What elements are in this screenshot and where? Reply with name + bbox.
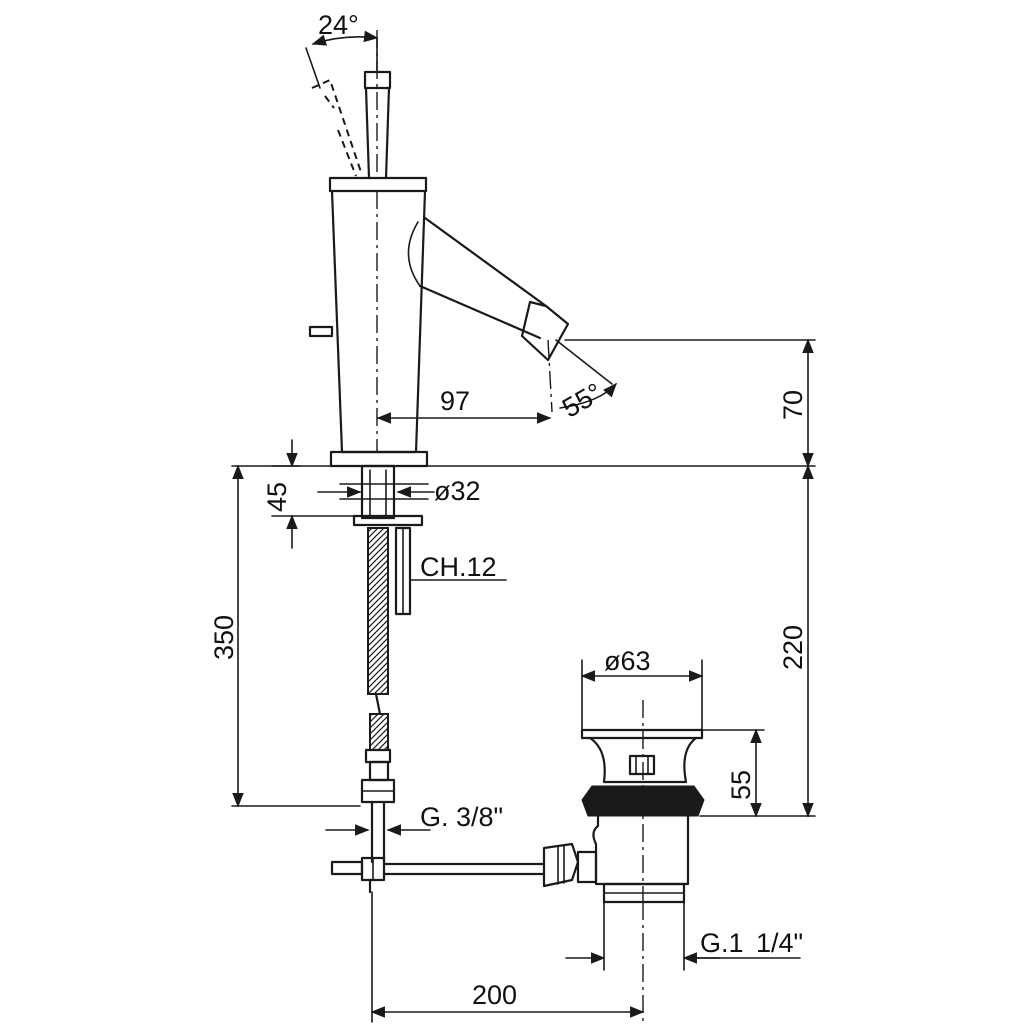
hose-thread-fraction: 3/8"	[456, 802, 503, 832]
spout-height-dimension: 70	[778, 338, 814, 468]
spout-projection-dimension: 97	[376, 386, 552, 424]
rod-length-dimension: 200	[370, 891, 645, 1023]
drain-thread-label: G.1	[700, 928, 744, 958]
drain-thread-fraction: 1/4"	[756, 928, 803, 958]
hex-size-callout: CH.12	[409, 552, 507, 582]
drain-cap-height-dimension: 55	[699, 728, 765, 818]
spout-height-label: 70	[778, 390, 808, 420]
base-diameter-dimension: ø32	[317, 476, 481, 506]
hose-length-dimension: 350	[209, 464, 244, 808]
drain-height-label: 220	[778, 625, 808, 670]
drain-thread-dimension: G.1 1/4"	[565, 901, 803, 971]
hose-thread-dimension: G. 3/8"	[325, 802, 503, 836]
braided-hose	[360, 527, 396, 864]
drain-cap-diameter-dimension: ø63	[580, 646, 704, 731]
faucet-body	[308, 176, 570, 468]
spout-projection-label: 97	[440, 386, 470, 416]
base-thickness-dimension: 45	[262, 439, 361, 549]
base-thickness-label: 45	[262, 482, 292, 512]
rod-length-label: 200	[472, 980, 517, 1010]
base-diameter-label: ø32	[434, 476, 481, 506]
lever-angle-dimension: 24°	[305, 10, 379, 89]
drain-height-dimension: 220	[778, 464, 814, 818]
lever-angle-label: 24°	[318, 10, 359, 40]
drain-cap-diameter-label: ø63	[604, 646, 651, 676]
spout-angle-label: 55°	[557, 377, 607, 423]
spout-angle-dimension: 55°	[547, 339, 617, 424]
popup-rod	[330, 856, 546, 894]
mounting-assembly	[339, 464, 429, 616]
hose-length-label: 350	[209, 615, 239, 660]
drain-assembly	[542, 728, 705, 904]
hose-thread-label: G.	[420, 802, 449, 832]
drain-cap-height-label: 55	[726, 770, 756, 800]
hex-size-label: CH.12	[420, 552, 497, 582]
lever-handle	[311, 30, 392, 180]
